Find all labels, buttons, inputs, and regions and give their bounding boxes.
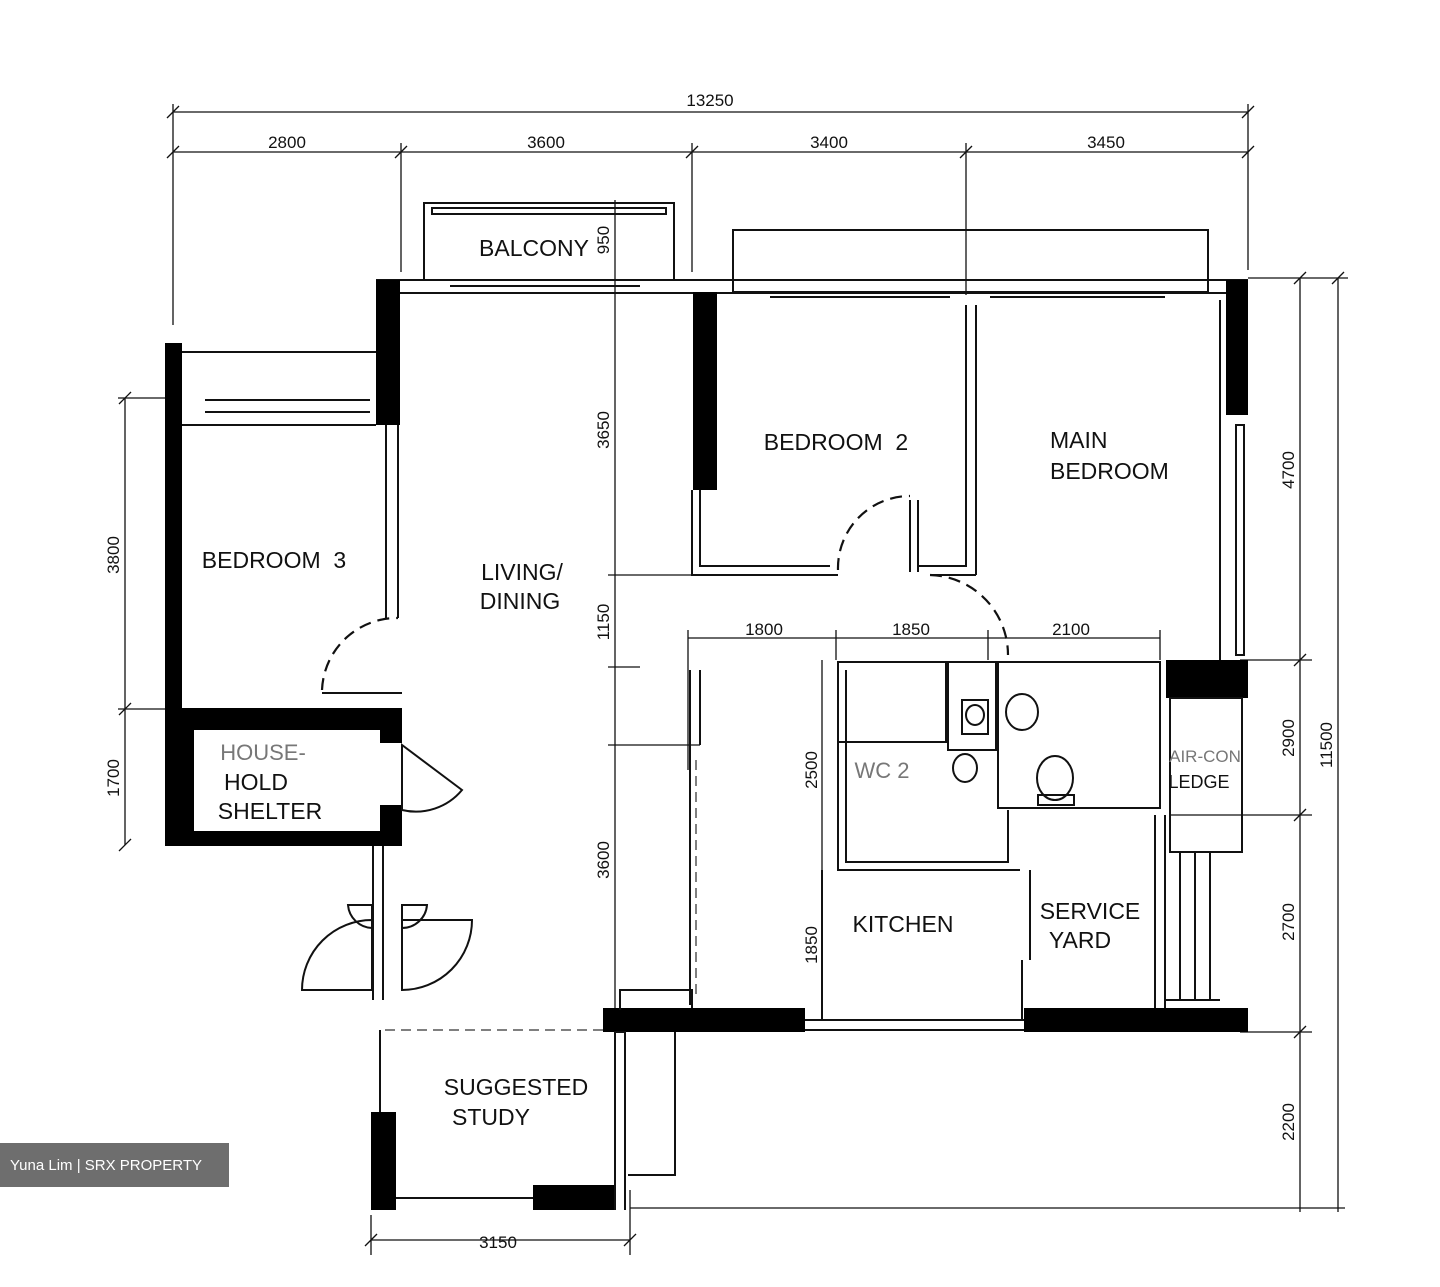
dim-top-4: 3450 [1087, 133, 1125, 152]
label-main-bedroom-2: BEDROOM [1050, 458, 1169, 484]
doors [300, 494, 1075, 992]
dim-right-2: 2700 [1279, 903, 1298, 941]
label-wc-2: WC 2 [855, 758, 910, 783]
label-living-1: LIVING/ [481, 559, 563, 585]
dim-bath-2: 1850 [802, 926, 821, 964]
dim-center-2: 3650 [594, 411, 613, 449]
dim-center-4: 3600 [594, 841, 613, 879]
room-labels: BALCONY BEDROOM 2 MAIN BEDROOM BEDROOM 3… [202, 235, 1241, 1130]
dimension-labels: 13250 2800 3600 3400 3450 3800 1700 950 … [104, 91, 1336, 1252]
label-shelter-1: HOUSE- [220, 740, 306, 765]
watermark-text: Yuna Lim | SRX PROPERTY [10, 1156, 203, 1174]
dimension-lines [118, 104, 1348, 1255]
dim-total-width: 13250 [686, 91, 733, 110]
label-study-2: STUDY [452, 1104, 530, 1130]
label-bedroom-3: BEDROOM 3 [202, 547, 346, 573]
dim-mid-2: 1850 [892, 620, 930, 639]
walls [165, 202, 1248, 1210]
label-living-2: DINING [480, 588, 561, 614]
dim-left-1: 3800 [104, 536, 123, 574]
dim-mid-3: 2100 [1052, 620, 1090, 639]
dim-bath-1: 2500 [802, 751, 821, 789]
dim-right-inner: 2900 [1279, 719, 1298, 757]
label-service-1: SERVICE [1040, 898, 1141, 924]
dim-center-3: 1150 [594, 604, 613, 641]
dim-mid-1: 1800 [745, 620, 783, 639]
label-aircon: AIR-CON [1169, 747, 1241, 766]
dim-right-1: 4700 [1279, 451, 1298, 489]
dim-center-1: 950 [594, 226, 613, 254]
label-shelter-2: HOLD [224, 769, 288, 795]
label-bedroom-2: BEDROOM 2 [764, 429, 908, 455]
label-ledge: LEDGE [1168, 772, 1229, 792]
dim-top-3: 3400 [810, 133, 848, 152]
dim-right-3: 2200 [1279, 1103, 1298, 1141]
label-main-bedroom-1: MAIN [1050, 427, 1108, 453]
label-kitchen: KITCHEN [853, 911, 954, 937]
dim-left-2: 1700 [104, 759, 123, 797]
watermark-badge: Yuna Lim | SRX PROPERTY [0, 1143, 229, 1187]
label-service-2: YARD [1049, 927, 1111, 953]
dim-bottom: 3150 [479, 1233, 517, 1252]
dim-top-2: 3600 [527, 133, 565, 152]
dim-right-overall: 11500 [1317, 722, 1336, 768]
label-shelter-3: SHELTER [218, 798, 322, 824]
label-balcony: BALCONY [479, 235, 589, 261]
dim-top-1: 2800 [268, 133, 306, 152]
label-study-1: SUGGESTED [444, 1074, 588, 1100]
